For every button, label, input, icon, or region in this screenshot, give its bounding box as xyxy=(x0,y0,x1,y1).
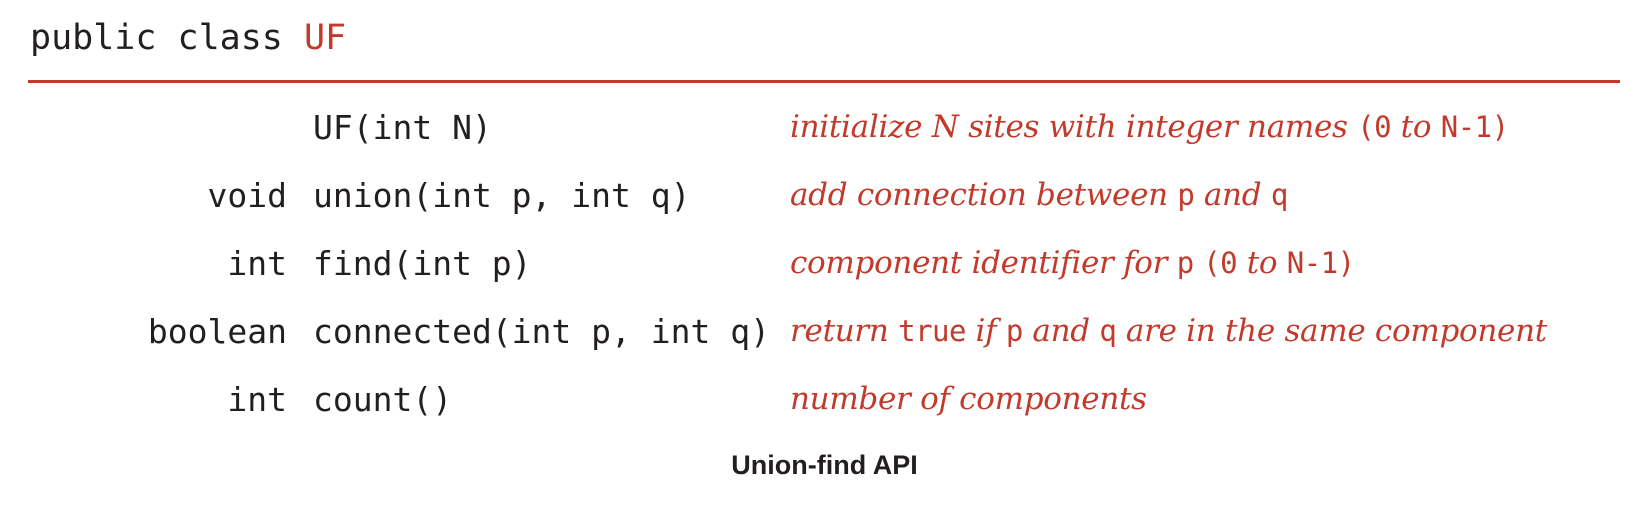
description-code-fragment: p xyxy=(1177,178,1195,212)
method-description: number of components xyxy=(790,381,1649,417)
description-code-fragment: true xyxy=(898,314,966,348)
api-row: boolean connected(int p, int q) return tru… xyxy=(0,297,1649,365)
description-text-fragment: number of components xyxy=(790,381,1147,417)
description-code-fragment: (0 xyxy=(1203,246,1238,280)
method-signature: connected(int p, int q) xyxy=(313,311,770,351)
description-text-fragment: add connection between xyxy=(790,177,1178,213)
method-description: add connection between p and q xyxy=(790,177,1649,213)
method-signature: count() xyxy=(313,379,453,419)
return-type: void xyxy=(207,175,287,215)
header-divider-rule xyxy=(28,80,1620,83)
method-description: initialize N sites with integer names (0… xyxy=(790,109,1649,145)
description-text-fragment: are in the same component xyxy=(1116,313,1547,349)
api-row: int count() number of components xyxy=(0,365,1649,433)
description-text-fragment xyxy=(1194,245,1204,281)
api-row: void union(int p, int q) add connection be… xyxy=(0,161,1649,229)
class-name: UF xyxy=(303,18,347,58)
class-declaration: public class UF xyxy=(30,18,346,58)
description-text-fragment: return xyxy=(790,313,899,349)
description-text-fragment: to xyxy=(1237,245,1287,281)
method-signature: union(int p, int q) xyxy=(313,175,691,215)
description-code-fragment: (0 xyxy=(1357,110,1392,144)
description-code-fragment: N-1) xyxy=(1286,246,1355,280)
description-text-fragment: component identifier for xyxy=(790,245,1177,281)
description-text-fragment: initialize N sites with integer names xyxy=(790,109,1358,145)
api-row: UF(int N) initialize N sites with integer… xyxy=(0,93,1649,161)
description-text-fragment: if xyxy=(965,313,1006,349)
figure-caption: Union-find API xyxy=(731,450,918,480)
method-signature: UF(int N) xyxy=(313,107,492,147)
description-text-fragment: and xyxy=(1194,177,1271,213)
description-code-fragment: q xyxy=(1099,314,1117,348)
description-code-fragment: N-1) xyxy=(1440,110,1509,144)
description-text-fragment: to xyxy=(1391,109,1441,145)
api-row: int find(int p) component identifier for p… xyxy=(0,229,1649,297)
return-type: int xyxy=(227,243,287,283)
class-declaration-modifier: public class xyxy=(30,18,304,58)
description-code-fragment: q xyxy=(1270,178,1288,212)
method-signature: find(int p) xyxy=(313,243,532,283)
return-type: boolean xyxy=(147,311,287,351)
method-description: return true if p and q are in the same c… xyxy=(790,313,1649,349)
description-code-fragment: p xyxy=(1176,246,1194,280)
api-table: UF(int N) initialize N sites with integer… xyxy=(0,93,1649,433)
method-description: component identifier for p (0 to N-1) xyxy=(790,245,1649,281)
return-type: int xyxy=(227,379,287,419)
description-text-fragment: and xyxy=(1022,313,1100,349)
description-code-fragment: p xyxy=(1005,314,1023,348)
